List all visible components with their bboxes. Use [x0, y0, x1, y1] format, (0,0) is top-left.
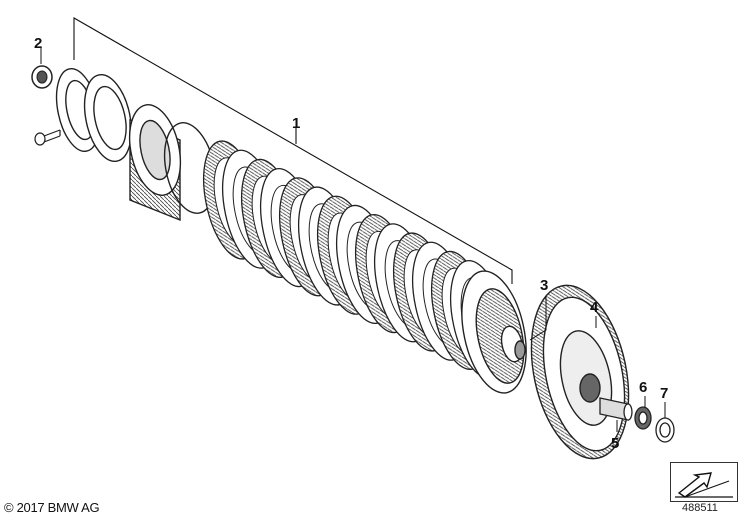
callout-3: 3 — [540, 277, 548, 294]
bracket-line-1 — [73, 17, 513, 284]
callout-1: 1 — [292, 115, 300, 132]
shaft-part — [599, 397, 633, 421]
callout-5: 5 — [611, 435, 619, 452]
callout-labels: 2 1 3 4 5 6 7 — [34, 35, 668, 452]
navigation-box[interactable] — [670, 462, 738, 502]
callout-2: 2 — [34, 35, 42, 52]
clutch-hub — [128, 104, 217, 222]
washer-part — [655, 417, 675, 443]
callout-7: 7 — [660, 385, 668, 402]
bolt-part — [34, 129, 61, 146]
pressure-plate — [55, 68, 133, 162]
seal-ring-part — [31, 48, 53, 89]
nut-part — [634, 406, 652, 430]
callout-4: 4 — [590, 299, 599, 316]
arrow-icon — [675, 472, 733, 498]
leader-lines — [529, 296, 666, 432]
clutch-basket-part — [530, 284, 630, 460]
copyright-text: © 2017 BMW AG — [4, 500, 100, 515]
document-number: 488511 — [682, 502, 718, 514]
thrust-plate-part — [461, 270, 527, 394]
callout-6: 6 — [639, 379, 647, 396]
